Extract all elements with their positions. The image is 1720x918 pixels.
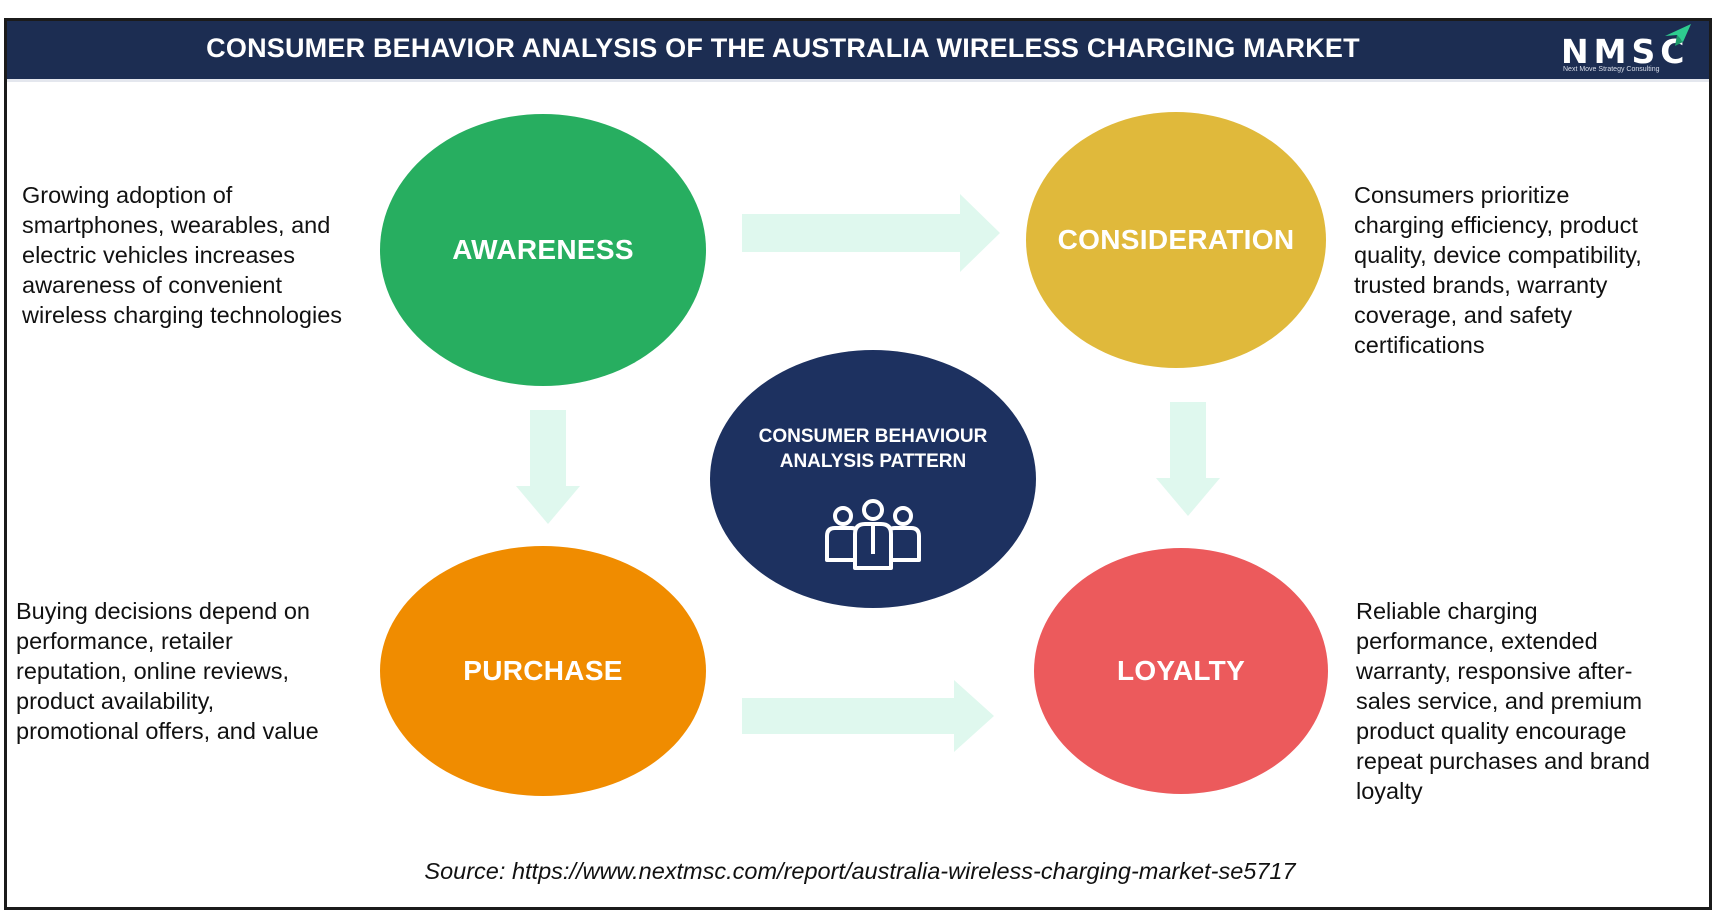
source-citation: Source: https://www.nextmsc.com/report/a…: [424, 858, 1296, 884]
nmsc-logo: NMSC Next Move Strategy Consulting: [1555, 24, 1695, 74]
center-title-line1: CONSUMER BEHAVIOUR: [758, 426, 988, 447]
purchase-circle: PURCHASE: [380, 546, 706, 796]
page-title: CONSUMER BEHAVIOR ANALYSIS OF THE AUSTRA…: [206, 33, 1360, 63]
consideration-desc-line: trusted brands, warranty: [1354, 272, 1608, 298]
loyalty-desc-line: repeat purchases and brand: [1356, 748, 1650, 774]
arrow-purchase-to-loyalty: [742, 680, 994, 752]
arrow-consideration-to-loyalty: [1156, 402, 1220, 516]
awareness-circle: AWARENESS: [380, 114, 706, 386]
purchase-description: Buying decisions depend on performance, …: [16, 596, 319, 746]
consideration-circle: CONSIDERATION: [1026, 112, 1326, 368]
purchase-desc-line: product availability,: [16, 688, 215, 714]
consideration-description: Consumers prioritize charging efficiency…: [1354, 180, 1642, 360]
people-group-icon: [825, 499, 921, 570]
awareness-desc-line: electric vehicles increases: [22, 242, 295, 268]
loyalty-description: Reliable charging performance, extended …: [1356, 596, 1650, 806]
logo-flag-icon: [1665, 24, 1691, 46]
awareness-desc-line: smartphones, wearables, and: [22, 212, 331, 238]
loyalty-circle: LOYALTY: [1034, 548, 1328, 794]
logo-text: NMSC: [1561, 32, 1690, 71]
consideration-desc-line: certifications: [1354, 332, 1485, 358]
awareness-desc-line: Growing adoption of: [22, 182, 233, 208]
awareness-label: AWARENESS: [452, 234, 634, 265]
loyalty-desc-line: Reliable charging: [1356, 598, 1538, 624]
loyalty-label: LOYALTY: [1116, 655, 1246, 686]
loyalty-desc-line: loyalty: [1356, 778, 1423, 804]
purchase-desc-line: Buying decisions depend on: [16, 598, 310, 624]
infographic-frame: CONSUMER BEHAVIOR ANALYSIS OF THE AUSTRA…: [4, 18, 1712, 910]
loyalty-desc-line: sales service, and premium: [1356, 688, 1643, 714]
arrow-awareness-to-consideration: [742, 194, 1000, 272]
awareness-desc-line: wireless charging technologies: [22, 302, 343, 328]
logo-subtitle: Next Move Strategy Consulting: [1563, 66, 1660, 73]
header-bar: CONSUMER BEHAVIOR ANALYSIS OF THE AUSTRA…: [7, 21, 1709, 79]
consideration-label: CONSIDERATION: [1057, 224, 1295, 255]
consideration-desc-line: charging efficiency, product: [1354, 212, 1638, 238]
consideration-desc-line: quality, device compatibility,: [1354, 242, 1642, 268]
consideration-desc-line: coverage, and safety: [1354, 302, 1573, 328]
purchase-desc-line: promotional offers, and value: [16, 718, 319, 744]
awareness-description: Growing adoption of smartphones, wearabl…: [22, 180, 342, 330]
purchase-desc-line: reputation, online reviews,: [16, 658, 290, 684]
center-circle: CONSUMER BEHAVIOUR ANALYSIS PATTERN: [710, 350, 1036, 608]
purchase-desc-line: performance, retailer: [16, 628, 233, 654]
center-title-line2: ANALYSIS PATTERN: [779, 451, 967, 472]
purchase-label: PURCHASE: [463, 655, 623, 686]
awareness-desc-line: awareness of convenient: [22, 272, 282, 298]
loyalty-desc-line: product quality encourage: [1356, 718, 1627, 744]
consideration-desc-line: Consumers prioritize: [1354, 182, 1570, 208]
loyalty-desc-line: warranty, responsive after-: [1356, 658, 1633, 684]
loyalty-desc-line: performance, extended: [1356, 628, 1598, 654]
center-title: CONSUMER BEHAVIOUR ANALYSIS PATTERN: [759, 424, 988, 474]
arrow-awareness-to-purchase: [516, 410, 580, 524]
